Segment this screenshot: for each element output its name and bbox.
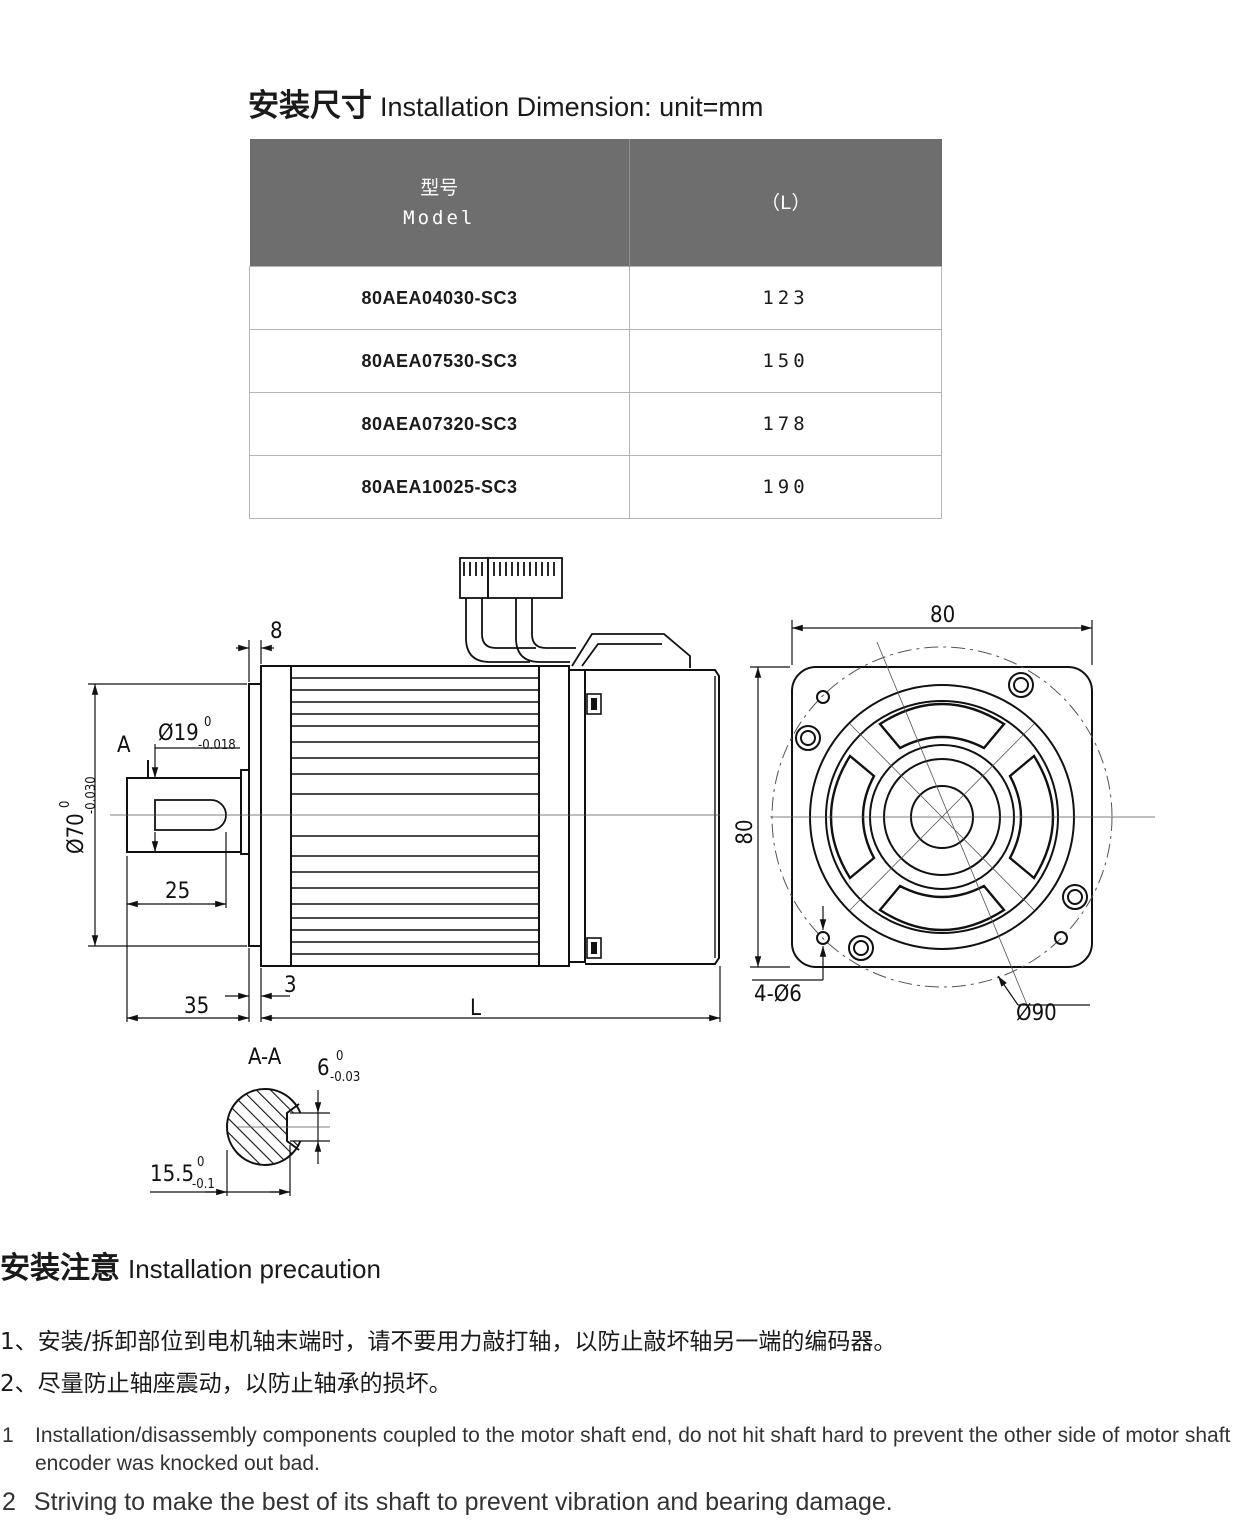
length-cell: 178 [629, 392, 942, 456]
body-length-label: L [470, 996, 481, 1021]
precaution-heading-en: Installation precaution [128, 1254, 381, 1284]
model-column-header: 型号 Model [249, 139, 630, 267]
model-cell: 80AEA04030-SC3 [249, 266, 630, 330]
spigot-tol-lower: -0.030 [84, 776, 99, 814]
side-view [110, 557, 720, 967]
motor-body [260, 665, 570, 967]
dimension-table: 型号 Model （L） 80AEA04030-SC3 123 80AEA075… [249, 139, 942, 519]
length-cell: 123 [629, 266, 942, 330]
key-tol-upper: 0 [336, 1049, 343, 1064]
dimension-heading-en: Installation Dimension: unit=mm [380, 92, 764, 122]
key-tol-lower: -0.03 [330, 1070, 360, 1085]
precaution-en-number: 1 [2, 1424, 14, 1447]
dimension-heading-cn: 安装尺寸 [248, 88, 372, 124]
flange-width-label: 80 [930, 603, 955, 628]
model-header-cn: 型号 [420, 176, 459, 199]
section-marker-label: A [117, 733, 131, 758]
precaution-en-item: 1 Installation/disassembly components co… [0, 1422, 1241, 1478]
table-header-row: 型号 Model （L） [249, 139, 942, 267]
spigot-tol-upper: 0 [58, 801, 73, 808]
precaution-en-number: 2 [2, 1488, 16, 1516]
shaft-tol-lower: -0.018 [198, 738, 236, 753]
shaft-length-label: 35 [184, 994, 209, 1019]
length-cell: 150 [629, 329, 942, 393]
length-column-header: （L） [629, 139, 942, 267]
shaft-diameter-label: Ø19 [158, 721, 199, 746]
mounting-hole [1054, 931, 1068, 945]
side-view-dimensions [88, 640, 721, 1022]
model-cell: 80AEA07320-SC3 [249, 392, 630, 456]
shaft-tol-upper: 0 [204, 715, 211, 730]
mounting-hole [816, 931, 830, 945]
precaution-en-text: Installation/disassembly components coup… [35, 1424, 1231, 1475]
depth-tol-lower: -0.1 [192, 1177, 215, 1192]
precaution-heading-cn: 安装注意 [0, 1251, 120, 1286]
key-length-label: 25 [165, 879, 190, 904]
front-view-labels: 80 80 4-Ø6 Ø90 [733, 603, 1057, 1026]
model-cell: 80AEA10025-SC3 [249, 455, 630, 519]
front-view [770, 641, 1155, 1013]
precaution-en-text: Striving to make the best of its shaft t… [33, 1488, 893, 1516]
spigot [240, 769, 250, 855]
length-cell: 190 [629, 455, 942, 519]
encoder-connector [459, 557, 691, 668]
section-title: A-A [248, 1045, 282, 1070]
table-row: 80AEA10025-SC3 190 [249, 455, 942, 519]
table-row: 80AEA04030-SC3 123 [249, 266, 942, 330]
holes-label: 4-Ø6 [754, 982, 802, 1007]
table-row: 80AEA07320-SC3 178 [249, 392, 942, 456]
table-row: 80AEA07530-SC3 150 [249, 329, 942, 393]
rear-cover [568, 669, 586, 963]
technical-drawing: 8 A Ø19 0 -0.018 Ø70 0 -0.030 25 3 35 L [58, 557, 1155, 1196]
mounting-hole [816, 690, 830, 704]
depth-tol-upper: 0 [197, 1155, 204, 1170]
section-labels: A-A 6 0 -0.03 15.5 0 -0.1 [150, 1045, 360, 1192]
key-width-label: 6 [317, 1056, 330, 1081]
spigot-diameter-label: Ø70 [64, 813, 89, 854]
key-depth-label: 15.5 [150, 1162, 194, 1187]
section-view [150, 1088, 330, 1196]
model-cell: 80AEA07530-SC3 [249, 329, 630, 393]
cooling-fins [291, 677, 539, 955]
side-view-labels: 8 A Ø19 0 -0.018 Ø70 0 -0.030 25 3 35 L [58, 619, 481, 1021]
pitch-circle-label: Ø90 [1016, 1001, 1057, 1026]
model-header-en: Model [403, 206, 476, 229]
spigot-depth-label: 3 [284, 973, 297, 998]
precaution-cn-item: 2、尽量防止轴座震动，以防止轴承的损坏。 [0, 1371, 452, 1397]
precaution-heading: 安装注意 Installation precaution [0, 1243, 381, 1287]
front-view-dimensions [750, 620, 1093, 1006]
flange-height-label: 80 [733, 819, 758, 844]
precaution-cn-item: 1、安装/拆卸部位到电机轴末端时，请不要用力敲打轴，以防止敲坏轴另一端的编码器。 [0, 1329, 897, 1355]
precaution-en-item: 2 Striving to make the best of its shaft … [0, 1488, 893, 1517]
flange-thickness-label: 8 [270, 619, 283, 644]
dimension-heading: 安装尺寸 Installation Dimension: unit=mm [248, 80, 763, 125]
